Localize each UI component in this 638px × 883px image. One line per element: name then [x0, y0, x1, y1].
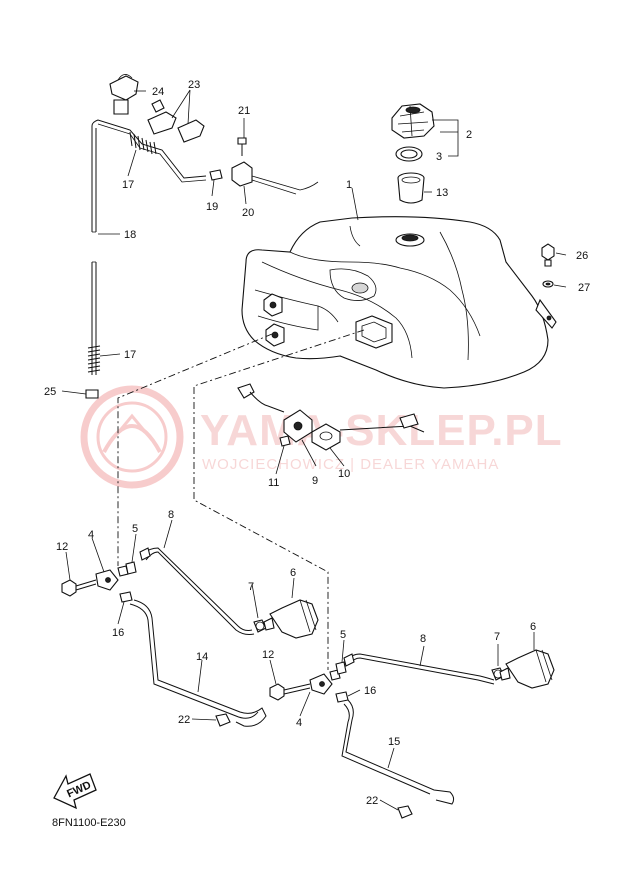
callout-20: 20 — [242, 207, 254, 219]
callout-1: 1 — [346, 179, 352, 191]
callout-23: 23 — [188, 79, 200, 91]
watermark-logo — [80, 385, 184, 489]
cap-gasket — [395, 146, 423, 162]
fuel-cap — [391, 103, 435, 139]
callout-14: 14 — [196, 651, 208, 663]
leader-lines — [61, 89, 567, 811]
clamp-7-left — [253, 619, 267, 633]
callout-17-lower: 17 — [124, 349, 136, 361]
callouts: 1 2 3 4 4 5 5 6 6 7 7 8 8 9 10 11 12 12 … — [44, 79, 590, 807]
phantom-lines — [117, 329, 365, 670]
fuel-tank — [241, 216, 557, 389]
gasket-10 — [311, 413, 425, 451]
callout-10: 10 — [338, 468, 350, 480]
callout-27: 27 — [578, 282, 590, 294]
fuel-filter-6-left — [263, 599, 319, 639]
fuel-hose-14 — [129, 599, 267, 727]
fuel-hose-15 — [341, 699, 455, 805]
spring-17-upper — [129, 131, 157, 155]
callout-22-right: 22 — [366, 795, 378, 807]
callout-11: 11 — [268, 477, 279, 489]
callout-9: 9 — [312, 475, 318, 487]
drawing-code: 8FN1100-E230 — [52, 817, 126, 829]
fuel-filter-6-right — [499, 649, 555, 689]
callout-6-left: 6 — [290, 567, 296, 579]
screw-21 — [237, 137, 247, 156]
callout-8-left: 8 — [168, 509, 174, 521]
callout-24: 24 — [152, 86, 164, 98]
watermark: YAMA-SKLEP.PL WOJCIECHOWICZ | DEALER YAM… — [80, 385, 563, 489]
clip-23 — [147, 99, 205, 143]
callout-6-right: 6 — [530, 621, 536, 633]
callout-2: 2 — [466, 129, 472, 141]
callout-13: 13 — [436, 187, 448, 199]
clamp-24 — [109, 74, 139, 115]
fuel-pump-9 — [237, 383, 313, 443]
callout-5-right: 5 — [340, 629, 346, 641]
washer-27 — [542, 280, 554, 288]
callout-7-right: 7 — [494, 631, 500, 643]
fuel-cock-4-right — [309, 669, 341, 695]
watermark-title: YAMA-SKLEP.PL — [200, 406, 563, 455]
callout-19: 19 — [206, 201, 218, 213]
callout-16-left: 16 — [112, 627, 124, 639]
clamp-22-right — [397, 805, 413, 819]
fuel-strainer — [397, 172, 425, 204]
callout-21: 21 — [238, 105, 250, 117]
fuel-hose-8-right — [343, 653, 495, 685]
callout-25: 25 — [44, 386, 56, 398]
callout-4-left: 4 — [88, 529, 94, 541]
bolt-12-right — [269, 683, 311, 701]
bolt-12-left — [61, 579, 97, 597]
clamp-16-right — [335, 691, 349, 703]
callout-15: 15 — [388, 736, 400, 748]
callout-5-left: 5 — [132, 523, 138, 535]
callout-22-left: 22 — [178, 714, 190, 726]
callout-12-right: 12 — [262, 649, 274, 661]
cap-25 — [85, 389, 99, 399]
callout-3: 3 — [436, 151, 442, 163]
callout-16-right: 16 — [364, 685, 376, 697]
fwd-arrow: FWD — [53, 773, 97, 810]
callout-17-upper: 17 — [122, 179, 134, 191]
clamp-22-left — [215, 713, 231, 727]
callout-18: 18 — [124, 229, 136, 241]
callout-12-left: 12 — [56, 541, 68, 553]
fuel-cock-4-left — [95, 565, 129, 591]
spring-17-lower — [87, 345, 101, 373]
callout-4-right: 4 — [296, 717, 302, 729]
watermark-subtitle: WOJCIECHOWICZ | DEALER YAMAHA — [202, 456, 499, 473]
joint-5-right — [335, 661, 347, 675]
bolt-26 — [541, 243, 555, 267]
callout-8-right: 8 — [420, 633, 426, 645]
fuel-hose-8-left — [139, 547, 255, 635]
clamp-16-left — [119, 591, 133, 603]
callout-7-left: 7 — [248, 581, 254, 593]
vent-valve-20 — [231, 161, 319, 195]
vent-joint-19 — [209, 169, 223, 181]
callout-26: 26 — [576, 250, 588, 262]
screw-11 — [279, 435, 291, 447]
vent-hose-18 — [91, 119, 207, 375]
joint-5-left — [125, 561, 137, 575]
